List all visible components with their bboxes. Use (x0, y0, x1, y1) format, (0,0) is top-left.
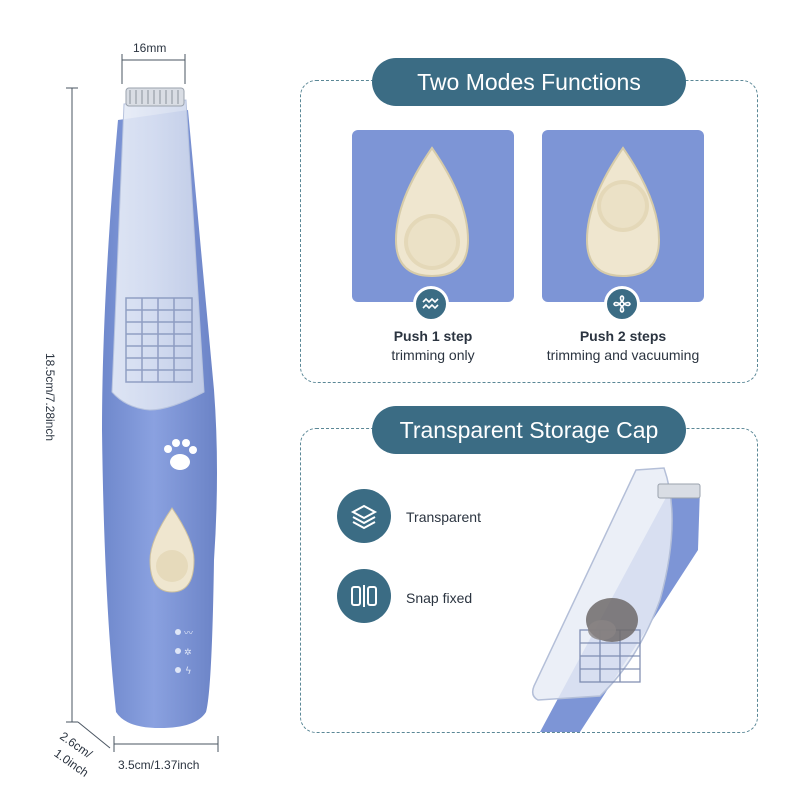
layers-icon (337, 489, 391, 543)
svg-text:✲: ✲ (184, 648, 192, 658)
modes-panel-title: Two Modes Functions (372, 58, 686, 106)
width-label: 3.5cm/1.37inch (118, 758, 200, 772)
filter-grid (125, 297, 193, 383)
fan-icon (604, 286, 640, 322)
storage-cap (111, 99, 205, 411)
feature-transparent-label: Transparent (406, 509, 481, 525)
mode-2-title: Push 2 steps (579, 328, 667, 344)
device-illustration: 〰 ✲ ϟ (0, 0, 280, 800)
mode-1-image (352, 130, 514, 302)
mode-1-title: Push 1 step (393, 328, 473, 344)
indicator-lights: 〰 ✲ ϟ (175, 629, 193, 677)
mode-2-image (542, 130, 704, 302)
svg-text:〰: 〰 (184, 629, 193, 639)
blade-head (125, 87, 185, 107)
cap-illustration (520, 460, 740, 732)
height-label: 18.5cm/7.28inch (43, 352, 57, 442)
mode-2-description: trimming and vacuuming (546, 347, 700, 363)
blade-width-label: 16mm (133, 41, 167, 55)
trimmer-device-svg: 〰 ✲ ϟ (66, 54, 219, 752)
feature-snap-label: Snap fixed (406, 590, 473, 606)
paw-print-icon (164, 439, 197, 470)
dimension-lines (66, 54, 219, 752)
svg-text:ϟ: ϟ (185, 666, 192, 677)
wave-icon (413, 286, 449, 322)
snap-icon (337, 569, 391, 623)
cap-panel-title: Transparent Storage Cap (372, 406, 686, 454)
mode-1-description: trimming only (391, 347, 475, 363)
